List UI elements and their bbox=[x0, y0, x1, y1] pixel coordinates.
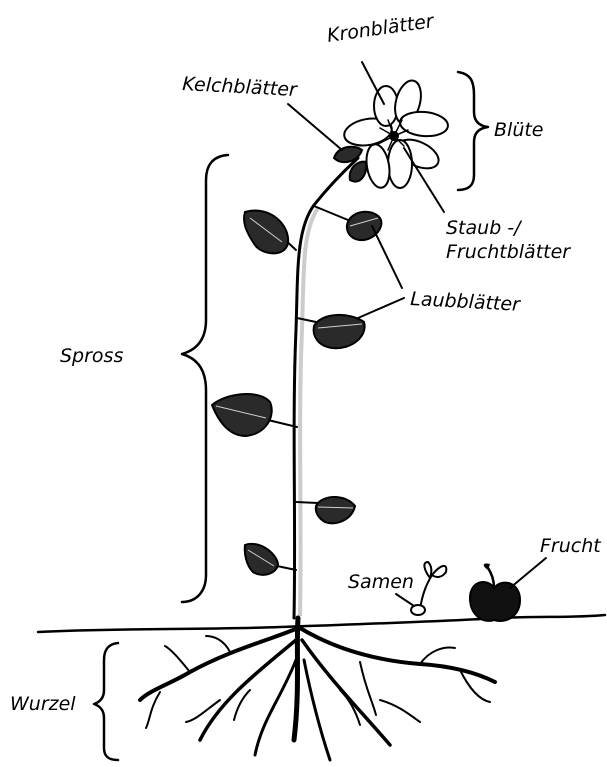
kronblaetter-pointer bbox=[362, 62, 384, 104]
leaf-upper-left bbox=[244, 211, 296, 254]
samen-pointer bbox=[396, 594, 414, 606]
flower bbox=[334, 78, 449, 190]
fruit-apple bbox=[470, 563, 520, 621]
label-kelchblaetter: Kelchblätter bbox=[182, 73, 299, 101]
roots bbox=[140, 618, 495, 760]
spross-brace bbox=[182, 155, 228, 602]
label-staub-line2: Fruchtblätter bbox=[446, 241, 571, 263]
label-laubblaetter: Laubblätter bbox=[410, 288, 522, 316]
leaf-middle-left bbox=[212, 394, 297, 436]
leaf-middle-right bbox=[297, 315, 365, 348]
leaf-upper-right bbox=[314, 206, 381, 240]
label-bluete: Blüte bbox=[494, 119, 544, 141]
frucht-pointer bbox=[510, 558, 546, 588]
kelchblaetter-pointer bbox=[288, 104, 342, 150]
label-staub-line1: Staub -/ bbox=[446, 217, 523, 239]
label-wurzel: Wurzel bbox=[10, 693, 76, 715]
leaf-lower-right bbox=[296, 497, 355, 523]
ground-line bbox=[38, 615, 605, 632]
label-kronblaetter: Kronblätter bbox=[326, 10, 437, 47]
label-samen: Samen bbox=[348, 571, 414, 593]
wurzel-brace bbox=[94, 643, 118, 760]
seedling bbox=[411, 562, 446, 615]
stem-shade bbox=[300, 208, 318, 616]
laubblaetter-pointer-2 bbox=[358, 298, 404, 318]
label-spross: Spross bbox=[60, 345, 123, 367]
leaf-lower-left bbox=[245, 544, 296, 575]
bluete-brace bbox=[458, 72, 488, 190]
laubblaetter-pointer-1 bbox=[372, 226, 402, 288]
label-frucht: Frucht bbox=[540, 535, 602, 557]
